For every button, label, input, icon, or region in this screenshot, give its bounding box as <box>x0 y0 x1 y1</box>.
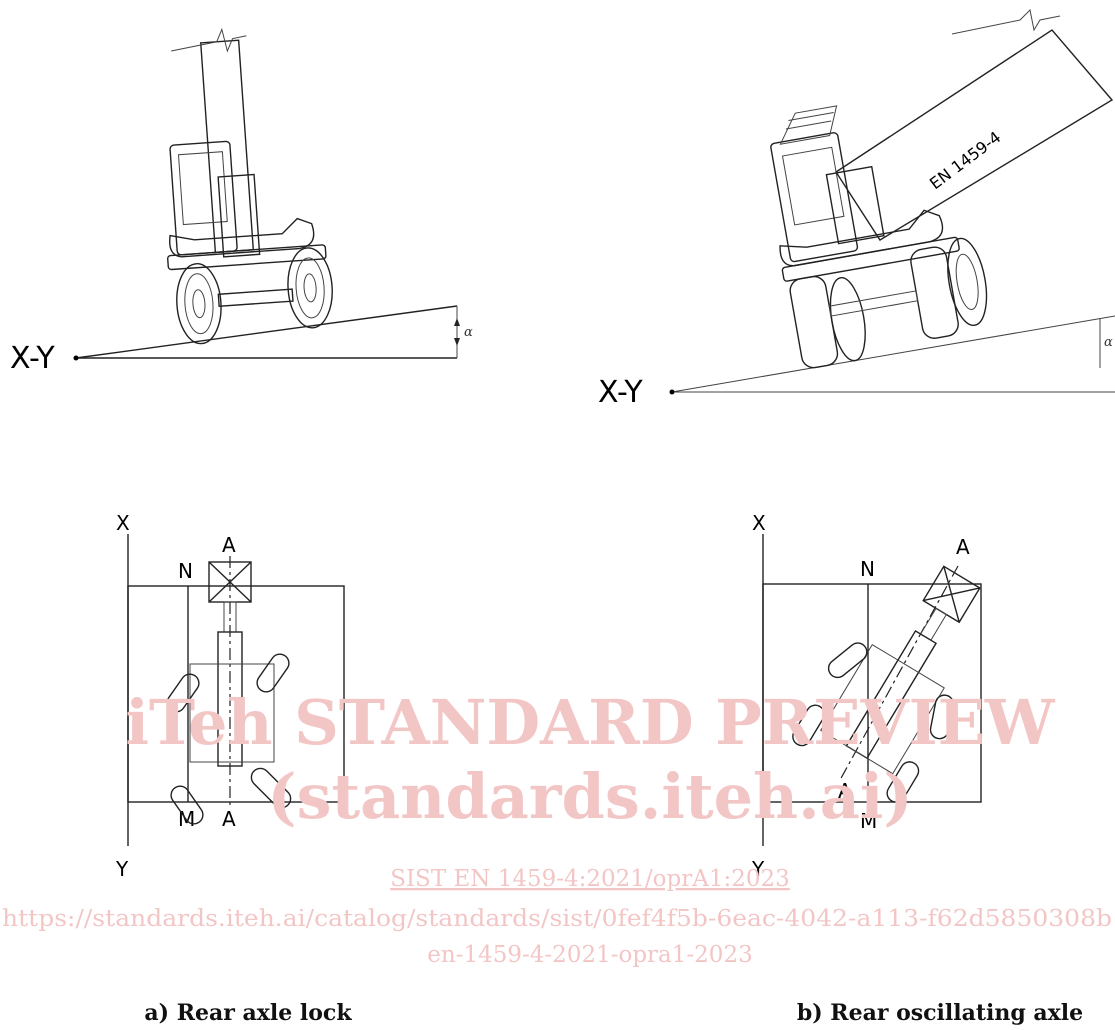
label-y: Y <box>115 857 129 881</box>
chassis <box>167 244 327 271</box>
machine-rear-a <box>167 27 333 345</box>
watermark-title: iTeh STANDARD PREVIEW <box>125 686 1055 759</box>
platform-outline <box>127 585 345 803</box>
angle-arrow-down <box>454 338 460 346</box>
chassis-plan <box>820 643 945 775</box>
wheel-rear-left <box>792 704 825 747</box>
carriage <box>825 165 885 245</box>
label-n: N <box>860 557 875 581</box>
fork-stem <box>919 607 948 641</box>
caption-a: a) Rear axle lock <box>144 1000 352 1026</box>
diagram-a-plan-view: X Y N M A A <box>115 511 345 881</box>
caption-b: b) Rear oscillating axle <box>797 1000 1083 1026</box>
angle-label: α <box>1104 335 1113 350</box>
axle <box>828 290 919 317</box>
label-a-top: A <box>222 533 236 557</box>
machine-rear-b <box>770 105 988 369</box>
axle <box>217 288 294 308</box>
wheel-front-left <box>827 642 868 679</box>
pivot-point <box>669 389 675 395</box>
slope-label: X-Y <box>10 341 55 376</box>
label-y: Y <box>751 857 765 881</box>
wheel-rear-right <box>886 761 920 803</box>
watermark-url[interactable]: https://standards.iteh.ai/catalog/standa… <box>2 906 1112 932</box>
label-x: X <box>752 511 766 535</box>
wheel-rear-left <box>170 785 204 825</box>
label-x: X <box>116 511 130 535</box>
pivot-point <box>73 355 79 361</box>
right-wheel <box>287 247 333 329</box>
boom: EN 1459-4 <box>835 8 1114 241</box>
overhead-rail <box>169 217 315 258</box>
boom-body <box>835 29 1114 241</box>
wheel-front-right <box>929 694 955 740</box>
left-wheel-hub <box>192 289 206 319</box>
guard-rail <box>779 209 944 267</box>
slope-line <box>75 305 458 359</box>
platform-outline <box>762 583 982 803</box>
angle-label: α <box>464 325 473 340</box>
right-wheel <box>947 237 988 327</box>
label-n: N <box>178 559 193 583</box>
diagram-a-rear-view: X-Y α <box>10 27 473 376</box>
machine-plan-b <box>792 565 981 803</box>
label-m: M <box>860 809 877 833</box>
right-wheel-rim <box>295 257 325 319</box>
axis-a-a <box>839 565 959 781</box>
angle-arrow-up <box>454 318 460 326</box>
left-wheel <box>176 263 222 345</box>
diagram-b-plan-view: X Y N M A A <box>751 511 982 881</box>
right-wheel-hub <box>955 253 979 311</box>
carriage <box>217 173 261 258</box>
diagram-b-rear-view: X-Y α EN 1459-4 <box>598 8 1115 410</box>
label-a-bottom: A <box>838 779 852 803</box>
cab-window <box>781 146 845 226</box>
load-box-cross2 <box>923 587 980 602</box>
chassis <box>781 236 960 282</box>
watermark: iTeh STANDARD PREVIEW (standards.iteh.ai… <box>2 686 1112 968</box>
right-wheel-hub <box>303 273 317 303</box>
load-box-cross2 <box>208 561 252 603</box>
label-a-bottom: A <box>222 807 236 831</box>
watermark-subtitle: (standards.iteh.ai) <box>267 760 913 833</box>
mast-break <box>171 27 247 53</box>
slope-line <box>671 315 1115 393</box>
boom-break <box>951 8 1061 35</box>
slope-label: X-Y <box>598 375 643 410</box>
wheel-rear-right <box>250 767 292 809</box>
cab-window <box>177 151 228 226</box>
mast-plan <box>217 631 243 767</box>
cab <box>770 132 859 263</box>
wheel-front-right <box>256 653 290 693</box>
boom-label: EN 1459-4 <box>926 128 1004 194</box>
watermark-slug: en-1459-4-2021-opra1-2023 <box>427 942 752 968</box>
chassis-plan <box>189 663 275 763</box>
left-wheel-rim <box>184 273 214 335</box>
label-a-top: A <box>956 535 970 559</box>
left-wheel-inner <box>829 277 866 362</box>
roof-grid <box>779 105 838 145</box>
wheel-front-left <box>166 673 200 713</box>
watermark-code-link[interactable]: SIST EN 1459-4:2021/oprA1:2023 <box>390 866 790 892</box>
